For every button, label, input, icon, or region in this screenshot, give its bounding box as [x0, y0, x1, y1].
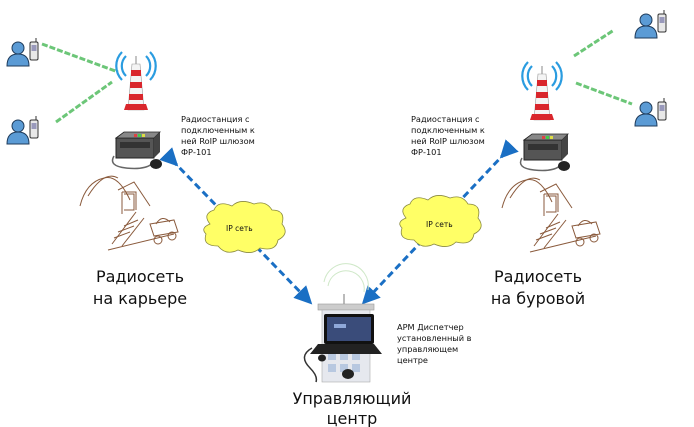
ip-network-cloud-right: IP сеть: [399, 195, 482, 247]
note-line: Радиостанция с: [411, 114, 480, 124]
note-line: АРМ Диспетчер: [397, 322, 464, 332]
control-center-building-icon: [303, 263, 382, 383]
left-site-title: Радиосеть на карьере: [93, 267, 187, 308]
note-line: установленный в: [397, 333, 472, 343]
left-radio-note: Радиостанция с подключенным к ней RoIP ш…: [181, 114, 255, 157]
control-center-note: АРМ Диспетчер установленный в управляюще…: [397, 322, 472, 365]
radio-link-left-user1: [41, 42, 119, 74]
site-title-line: Радиосеть: [96, 267, 184, 286]
note-line: ней RoIP шлюзом: [411, 136, 485, 146]
user-with-radio-icon: [6, 38, 39, 67]
radio-station-icon: [519, 133, 570, 172]
radio-link-left-user2: [55, 80, 113, 124]
control-center-title: Управляющий центр: [293, 389, 412, 427]
note-line: ней RoIP шлюзом: [181, 136, 255, 146]
note-line: Радиостанция с: [181, 114, 250, 124]
user-with-radio-icon: [6, 116, 39, 145]
user-with-radio-icon: [634, 10, 667, 39]
right-site-title: Радиосеть на буровой: [491, 267, 585, 308]
ip-network-cloud-left: IP сеть: [203, 201, 286, 253]
radio-link-right-user2: [575, 81, 633, 106]
radio-links-left: [41, 42, 119, 124]
mine-icon: [79, 175, 179, 251]
right-radio-note: Радиостанция с подключенным к ней RoIP ш…: [411, 114, 485, 157]
cloud-label: IP сеть: [226, 224, 253, 233]
site-title-line: Радиосеть: [494, 267, 582, 286]
site-title-line: на буровой: [491, 289, 585, 308]
note-line: подключенным к: [181, 125, 255, 135]
site-title-line: на карьере: [93, 289, 187, 308]
radio-station-icon: [111, 131, 162, 170]
note-line: подключенным к: [411, 125, 485, 135]
center-title-line: Управляющий: [293, 389, 412, 408]
ip-link-left: [159, 147, 313, 305]
mine-icon: [501, 177, 601, 253]
radio-tower-icon: [115, 51, 157, 111]
note-line: ФР-101: [181, 147, 212, 157]
note-line: управляющем: [397, 344, 458, 354]
cloud-label: IP сеть: [426, 220, 453, 229]
note-line: центре: [397, 355, 428, 365]
user-with-radio-icon: [634, 98, 667, 127]
note-line: ФР-101: [411, 147, 442, 157]
radio-tower-icon: [521, 61, 563, 121]
center-title-line: центр: [327, 409, 378, 427]
radio-link-right-user1: [573, 28, 615, 58]
radio-links-right: [573, 28, 633, 106]
